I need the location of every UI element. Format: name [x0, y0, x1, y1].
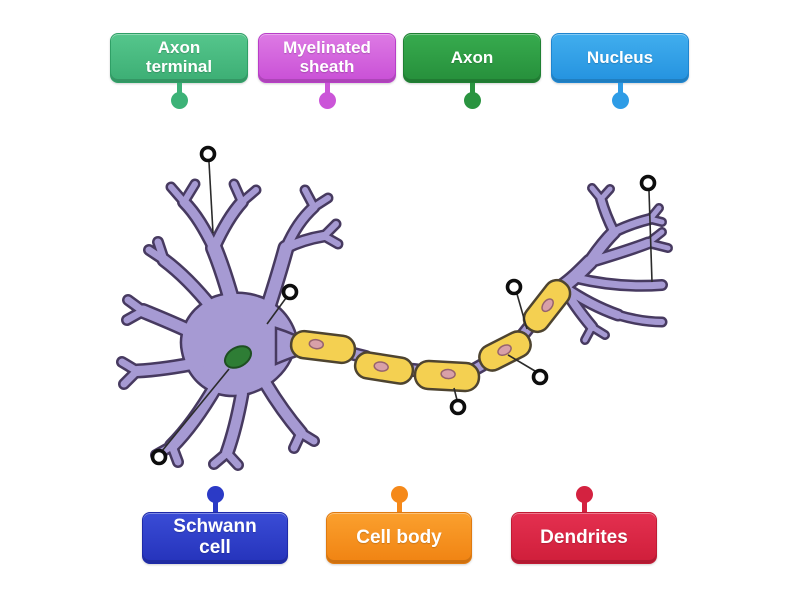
- schwann-nucleus: [373, 361, 389, 372]
- chip-label: Axon: [450, 47, 494, 67]
- chip-knob-icon: [318, 92, 336, 109]
- hotspot-marker-7[interactable]: [449, 398, 467, 416]
- chip-label: Cell body: [356, 526, 442, 548]
- label-chip-myelinated-sheath[interactable]: Myelinated sheath: [258, 33, 396, 109]
- chip-knob-icon: [390, 486, 408, 503]
- pointer-lines: [161, 161, 653, 452]
- schwann-nucleus: [308, 338, 325, 350]
- nucleus: [223, 345, 253, 369]
- schwann-nucleus: [497, 344, 512, 356]
- chip-body[interactable]: Cell body: [326, 512, 472, 564]
- hotspot-marker-3[interactable]: [150, 448, 168, 466]
- chip-stem: [469, 83, 475, 94]
- chip-label: Axon terminal: [145, 38, 213, 76]
- label-chip-schwann-cell[interactable]: Schwann cell: [142, 486, 288, 564]
- chip-stem: [581, 501, 587, 512]
- chip-label: Dendrites: [540, 526, 628, 548]
- hotspot-markers: [150, 145, 657, 466]
- schwann-nucleus: [541, 298, 554, 313]
- hotspot-marker-5[interactable]: [505, 278, 523, 296]
- myelin-sheath: [289, 278, 572, 393]
- chip-body[interactable]: Myelinated sheath: [258, 33, 396, 83]
- chip-knob-icon: [170, 92, 188, 109]
- label-chip-dendrites[interactable]: Dendrites: [511, 486, 657, 564]
- chip-stem: [176, 83, 182, 94]
- chip-body[interactable]: Axon terminal: [110, 33, 248, 83]
- chip-knob-icon: [575, 486, 593, 503]
- label-chip-axon[interactable]: Axon: [403, 33, 541, 109]
- chip-body[interactable]: Schwann cell: [142, 512, 288, 564]
- hotspot-marker-4[interactable]: [639, 174, 657, 192]
- chip-label: Myelinated sheath: [283, 38, 371, 76]
- chip-label: Nucleus: [586, 47, 654, 67]
- chip-knob-icon: [463, 92, 481, 109]
- chip-body[interactable]: Axon: [403, 33, 541, 83]
- label-chip-cell-body[interactable]: Cell body: [326, 486, 472, 564]
- chip-stem: [212, 501, 218, 512]
- chip-stem: [396, 501, 402, 512]
- hotspot-marker-1[interactable]: [199, 145, 217, 163]
- chip-stem: [617, 83, 623, 94]
- chip-knob-icon: [206, 486, 224, 503]
- schwann-nucleus: [440, 368, 456, 380]
- chip-body[interactable]: Dendrites: [511, 512, 657, 564]
- dendrites: [118, 181, 341, 469]
- hotspot-marker-6[interactable]: [531, 368, 549, 386]
- label-chip-axon-terminal[interactable]: Axon terminal: [110, 33, 248, 109]
- hotspot-marker-2[interactable]: [281, 283, 299, 301]
- chip-body[interactable]: Nucleus: [551, 33, 689, 83]
- chip-knob-icon: [611, 92, 629, 109]
- chip-label: Schwann cell: [173, 516, 257, 558]
- chip-stem: [324, 83, 330, 94]
- label-chip-nucleus[interactable]: Nucleus: [551, 33, 689, 109]
